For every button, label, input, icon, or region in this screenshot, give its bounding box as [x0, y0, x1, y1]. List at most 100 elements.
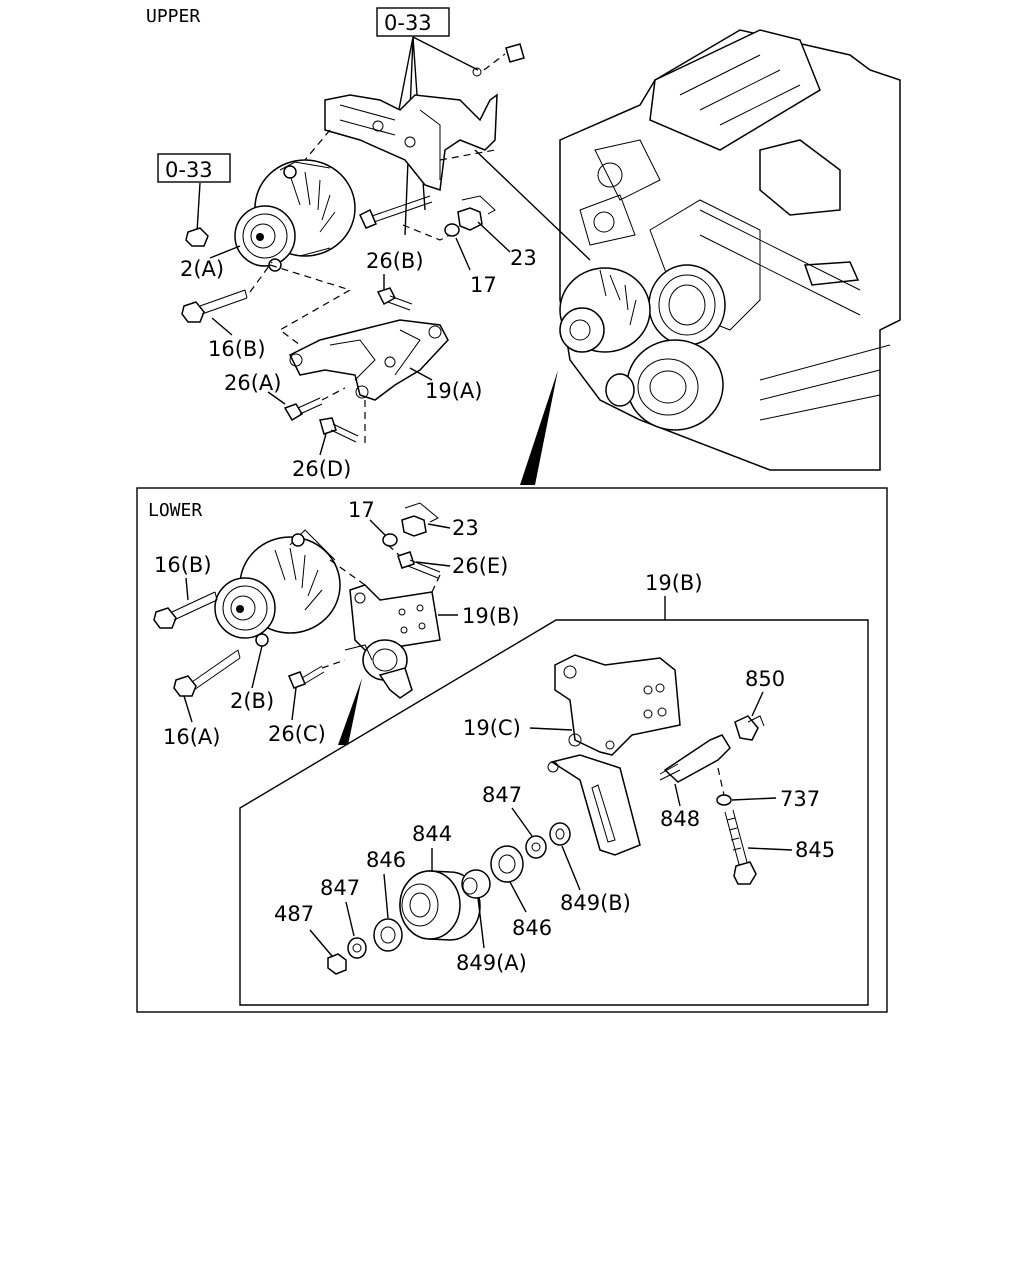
alternator-upper[interactable]	[234, 159, 356, 272]
part-847-near[interactable]	[347, 937, 367, 959]
label-847-far: 847	[482, 783, 522, 807]
upper-long-bolt[interactable]	[359, 195, 433, 229]
upper-bolt-26a[interactable]	[283, 397, 323, 422]
detail-dash-737	[717, 767, 725, 796]
upper-washer-17[interactable]	[444, 223, 460, 237]
upper-section-label: UPPER	[146, 6, 200, 27]
label-19c: 19(C)	[463, 716, 521, 740]
lower-washer-17[interactable]	[382, 533, 398, 547]
upper-dash-bracket-19a	[269, 264, 352, 346]
bracket-19c[interactable]	[547, 654, 681, 856]
label-845: 845	[795, 838, 835, 862]
label-737: 737	[780, 787, 820, 811]
label-849a: 849(A)	[456, 951, 527, 975]
label-19a: 19(A)	[425, 379, 482, 403]
label-16a-lower: 16(A)	[163, 725, 220, 749]
part-845[interactable]	[724, 809, 757, 885]
detail-frame	[239, 619, 869, 1006]
label-23-upper: 23	[510, 246, 537, 270]
leader-19a	[409, 367, 433, 381]
leader-26a-upper	[267, 391, 286, 405]
ref-left-text: 0-33	[165, 158, 213, 182]
leader-26e-lower	[415, 561, 451, 567]
leader-23-upper	[477, 221, 511, 253]
label-849b: 849(B)	[560, 891, 631, 915]
label-16b-upper: 16(B)	[208, 337, 266, 361]
upper-nut-23[interactable]	[457, 195, 496, 231]
label-2a: 2(A)	[180, 257, 224, 281]
part-737[interactable]	[716, 794, 732, 806]
label-19b-lower: 19(B)	[462, 604, 520, 628]
tensioner-lower[interactable]	[344, 639, 413, 699]
leader-16b-upper	[211, 317, 233, 336]
engine-block	[559, 29, 901, 471]
ref-top-text: 0-33	[384, 11, 432, 35]
leader-849b	[561, 845, 581, 891]
label-846-far: 846	[512, 916, 552, 940]
pointer-wedge-lower	[338, 678, 362, 745]
lower-nut-23[interactable]	[401, 502, 439, 537]
leader-487	[309, 929, 333, 957]
upper-bolt-top[interactable]	[472, 43, 525, 77]
label-16b-lower: 16(B)	[154, 553, 212, 577]
upper-bracket-top[interactable]	[324, 93, 498, 192]
label-844: 844	[412, 822, 452, 846]
ref-box-left[interactable]: 0-33	[157, 153, 231, 183]
label-26a-upper: 26(A)	[224, 371, 281, 395]
upper-bolt-16b[interactable]	[181, 261, 273, 323]
leader-23-lower	[427, 523, 451, 529]
leader-846-near	[383, 873, 389, 919]
leader-849a	[477, 897, 485, 949]
part-844[interactable]	[399, 870, 481, 941]
lower-bolt-16b[interactable]	[153, 591, 218, 629]
leader-846-far	[509, 881, 527, 913]
part-849b[interactable]	[549, 822, 571, 846]
leader-19c	[529, 727, 573, 731]
label-2b: 2(B)	[230, 689, 274, 713]
leader-845	[747, 847, 793, 851]
leader-16a-lower	[183, 695, 193, 723]
leader-17-lower	[369, 519, 386, 536]
leader-2b	[251, 645, 263, 689]
leader-17-upper	[455, 237, 471, 271]
label-848: 848	[660, 807, 700, 831]
leader-848	[674, 783, 681, 807]
lower-bolt-16a[interactable]	[173, 649, 241, 697]
label-26d-upper: 26(D)	[292, 457, 351, 481]
part-850[interactable]	[734, 715, 765, 741]
label-17-lower: 17	[348, 498, 375, 522]
label-23-lower: 23	[452, 516, 479, 540]
lower-bolt-26c[interactable]	[288, 665, 325, 689]
part-849a[interactable]	[461, 869, 491, 899]
label-26b-upper: 26(B)	[366, 249, 424, 273]
upper-bolt-26b[interactable]	[376, 287, 413, 311]
lower-section-label: LOWER	[148, 500, 202, 521]
upper-leader-to-engine	[474, 149, 591, 261]
label-17-upper: 17	[470, 273, 497, 297]
upper-nut-left[interactable]	[185, 227, 209, 247]
label-26e-lower: 26(E)	[452, 554, 508, 578]
label-26c-lower: 26(C)	[268, 722, 326, 746]
upper-dash-bolts	[321, 387, 366, 445]
label-487: 487	[274, 902, 314, 926]
leader-847-near	[345, 901, 355, 937]
part-487[interactable]	[327, 953, 347, 975]
upper-bolt-26d[interactable]	[319, 417, 359, 443]
leader-850	[751, 691, 764, 717]
pointer-wedge-upper	[520, 370, 558, 485]
leader-26d-upper	[319, 433, 327, 456]
leader-2a	[209, 245, 241, 259]
ref-box-top[interactable]: 0-33	[376, 7, 450, 37]
label-846-near: 846	[366, 848, 406, 872]
label-19b-callout: 19(B)	[645, 571, 703, 595]
part-846-far[interactable]	[490, 845, 524, 883]
part-846-near[interactable]	[373, 918, 403, 952]
bracket-19b[interactable]	[349, 584, 441, 662]
part-848[interactable]	[659, 734, 731, 783]
bracket-19a[interactable]	[288, 319, 449, 401]
upper-dash-bracket	[304, 129, 496, 161]
alternator-lower[interactable]	[214, 529, 341, 647]
lower-frame	[136, 487, 888, 1013]
lower-bolt-26e[interactable]	[397, 551, 441, 579]
part-847-far[interactable]	[525, 835, 547, 859]
